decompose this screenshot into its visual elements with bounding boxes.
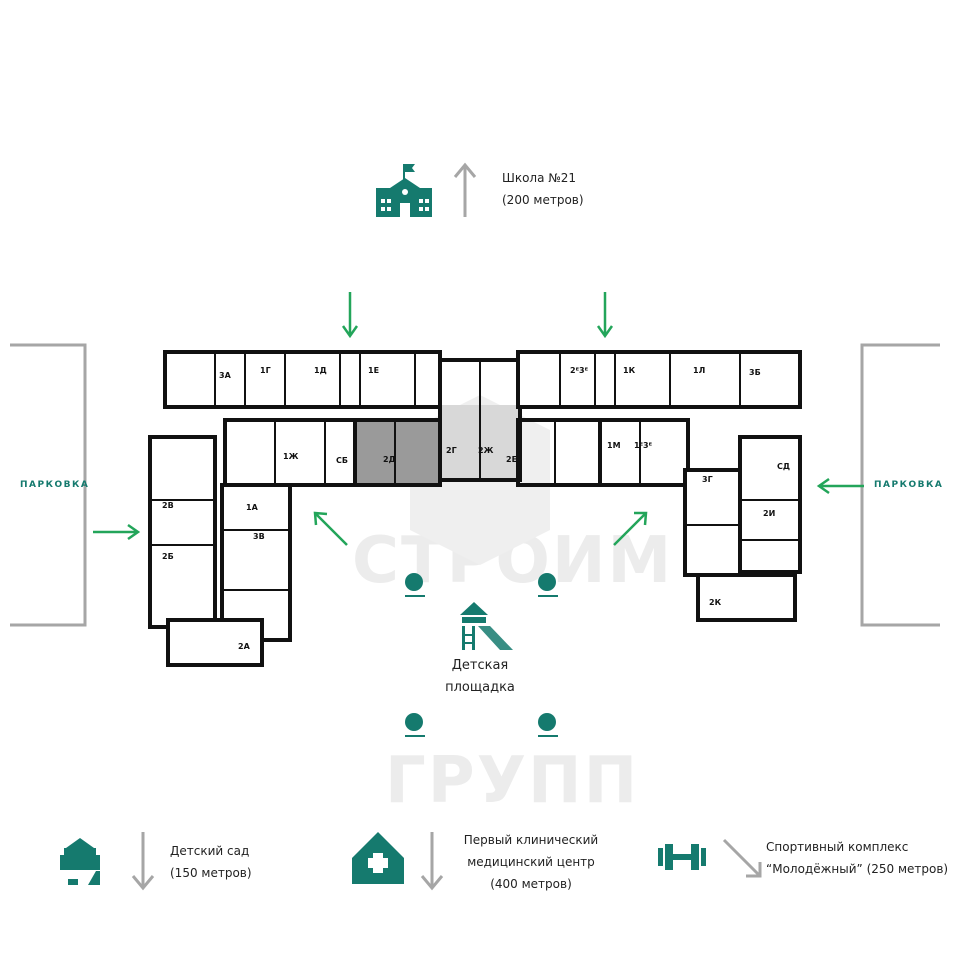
unit-label[interactable]: 1Л	[693, 366, 706, 375]
sports-complex-name: Спортивный комплекс	[766, 840, 909, 854]
playground-label: Детская площадка	[420, 655, 540, 699]
clinic-label: Первый клинический медицинский центр (40…	[456, 829, 606, 895]
entrance-arrows	[93, 292, 864, 546]
tree-icon	[405, 713, 425, 737]
tree-icon	[405, 573, 425, 597]
unit-label[interactable]: СБ	[336, 456, 348, 465]
arrow-down-icon	[420, 832, 444, 891]
parking-label-right: ПАРКОВКА	[874, 480, 944, 490]
unit-label[interactable]: 2Б	[162, 552, 174, 561]
unit-label[interactable]: 1А	[246, 503, 258, 512]
clinic-distance: (400 метров)	[490, 877, 572, 891]
kindergarten-distance: (150 метров)	[170, 866, 252, 880]
clinic-name-line2: медицинский центр	[467, 855, 595, 869]
highlighted-unit-2d	[355, 420, 440, 485]
arrow-diagonal-icon	[722, 838, 762, 878]
unit-label[interactable]: 2Д	[383, 455, 396, 464]
school-label: Школа №21 (200 метров)	[502, 167, 584, 211]
parking-label-left: ПАРКОВКА	[20, 480, 90, 490]
entrance-arrow-icon	[93, 523, 141, 541]
school-distance: (200 метров)	[502, 193, 584, 207]
arrow-up-icon	[453, 162, 477, 217]
school-icon	[376, 164, 432, 217]
playground-line1: Детская	[451, 658, 509, 673]
kindergarten-icon	[60, 838, 100, 885]
unit-label[interactable]: 1К	[623, 366, 636, 375]
watermark-line2: ГРУПП	[385, 744, 640, 818]
unit-label[interactable]: 3Б	[749, 368, 761, 377]
unit-label[interactable]: 2ᴱ3ᴱ	[570, 366, 589, 375]
unit-label[interactable]: 2И	[763, 509, 776, 518]
kindergarten-label: Детский сад (150 метров)	[170, 840, 252, 884]
entrance-arrow-icon	[313, 511, 348, 546]
interior-walls	[150, 352, 800, 591]
unit-label[interactable]: СД	[777, 462, 790, 471]
parking-bracket-left	[10, 343, 87, 627]
tree-icon	[538, 713, 558, 737]
unit-label[interactable]: 2Г	[446, 446, 457, 455]
sports-complex-distance: “Молодёжный” (250 метров)	[766, 862, 949, 876]
unit-label[interactable]: 3А	[219, 371, 231, 380]
entrance-arrow-icon	[596, 292, 614, 339]
unit-label[interactable]: 3Г	[702, 475, 713, 484]
unit-label[interactable]: 1Е	[368, 366, 380, 375]
dumbbell-icon	[658, 844, 706, 870]
unit-label[interactable]: 1Ж	[283, 452, 299, 461]
playground-icon	[460, 602, 513, 650]
unit-label[interactable]: 2К	[709, 598, 722, 607]
building-walls	[148, 350, 802, 667]
clinic-icon	[352, 832, 404, 884]
sports-complex-label: Спортивный комплекс “Молодёжный” (250 ме…	[766, 836, 948, 880]
unit-label[interactable]: 1ᴱ3ᴱ	[634, 441, 653, 450]
school-name: Школа №21	[502, 171, 577, 185]
unit-label[interactable]: 2Ж	[478, 446, 494, 455]
tree-icon	[538, 573, 558, 597]
playground-line2: площадка	[445, 680, 515, 695]
clinic-name-line1: Первый клинический	[463, 833, 599, 847]
unit-label[interactable]: 1Г	[260, 366, 271, 375]
unit-label[interactable]: 1М	[607, 441, 621, 450]
entrance-arrow-icon	[816, 477, 864, 495]
unit-label[interactable]: 2В	[162, 501, 174, 510]
unit-label[interactable]: 1Д	[314, 366, 327, 375]
unit-label[interactable]: 3В	[253, 532, 265, 541]
entrance-arrow-icon	[613, 511, 648, 546]
entrance-arrow-icon	[341, 292, 359, 339]
arrow-down-icon	[131, 832, 155, 891]
unit-label[interactable]: 2Е	[506, 455, 518, 464]
unit-label[interactable]: 2А	[238, 642, 250, 651]
kindergarten-name: Детский сад	[170, 844, 250, 858]
